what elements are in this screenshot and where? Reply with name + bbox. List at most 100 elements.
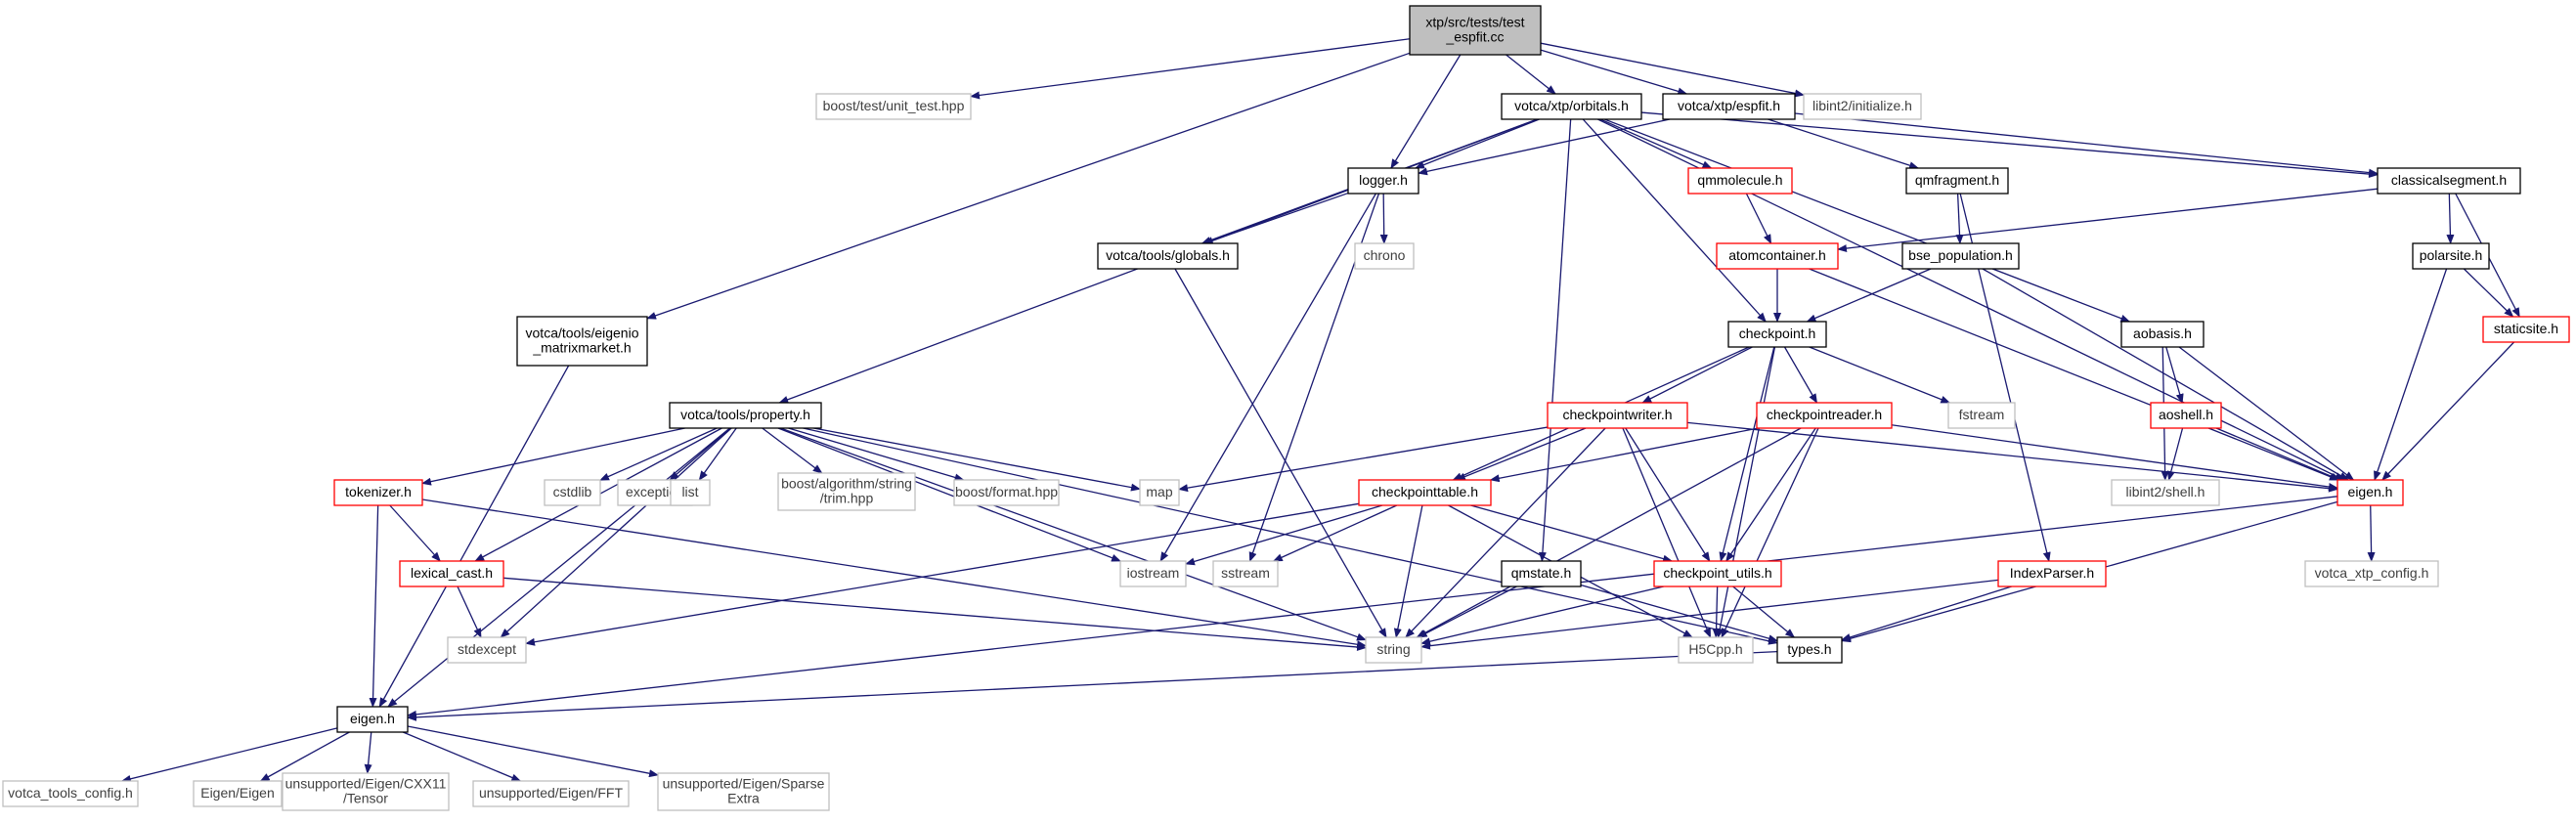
node-chrono[interactable]: chrono: [1354, 242, 1415, 270]
edge-logger-to-chrono: [1379, 193, 1388, 244]
node-bse_population[interactable]: bse_population.h: [1901, 242, 2020, 270]
node-label-tensor: /Tensor: [343, 791, 388, 806]
node-label-cstdlib: cstdlib: [553, 484, 592, 499]
node-staticsite[interactable]: staticsite.h: [2482, 316, 2570, 343]
node-unit_test[interactable]: boost/test/unit_test.hpp: [815, 93, 972, 120]
edge-polarsite-to-eigen_xtp: [2374, 268, 2448, 481]
node-indexparser[interactable]: IndexParser.h: [1997, 560, 2107, 587]
edge-property-to-exception: [669, 427, 731, 481]
node-box-sparse: [657, 772, 830, 811]
node-box-checkpointtable: [1358, 479, 1492, 506]
node-eigen_eigen[interactable]: Eigen/Eigen: [193, 780, 283, 807]
node-iostream[interactable]: iostream: [1119, 560, 1187, 587]
node-aoshell[interactable]: aoshell.h: [2150, 402, 2222, 429]
node-string[interactable]: string: [1365, 636, 1422, 664]
node-tokenizer[interactable]: tokenizer.h: [333, 479, 423, 506]
node-orbitals[interactable]: votca/xtp/orbitals.h: [1501, 93, 1642, 120]
node-atomcontainer[interactable]: atomcontainer.h: [1716, 242, 1839, 270]
node-polarsite[interactable]: polarsite.h: [2412, 242, 2490, 270]
node-list[interactable]: list: [670, 479, 711, 506]
node-eigen_xtp[interactable]: eigen.h: [2336, 479, 2404, 506]
node-sstream[interactable]: sstream: [1212, 560, 1279, 587]
edge-checkpointwriter-to-string: [1405, 427, 1606, 638]
edge-root-to-logger: [1390, 54, 1462, 169]
edge-checkpoint-to-checkpointreader: [1783, 346, 1818, 404]
node-qmstate[interactable]: qmstate.h: [1501, 560, 1582, 587]
node-tensor[interactable]: unsupported/Eigen/CXX11/Tensor: [282, 772, 450, 811]
node-cstdlib[interactable]: cstdlib: [544, 479, 601, 506]
node-globals[interactable]: votca/tools/globals.h: [1097, 242, 1239, 270]
edge-checkpointreader-to-h5cpp: [1721, 427, 1819, 638]
edge-aoshell-to-eigen_xtp: [2215, 427, 2341, 481]
node-label-qmmolecule: qmmolecule.h: [1697, 172, 1782, 188]
node-initialize[interactable]: libint2/initialize.h: [1803, 93, 1922, 120]
node-eigenio[interactable]: votca/tools/eigenio_matrixmarket.h: [516, 316, 648, 367]
edge-checkpoint_utils-to-h5cpp: [1712, 585, 1721, 638]
edge-property-to-stdexcept: [500, 427, 732, 638]
node-box-unit_test: [815, 93, 972, 120]
node-classicalsegment[interactable]: classicalsegment.h: [2377, 167, 2521, 195]
node-box-qmfragment: [1905, 167, 2009, 195]
node-espfit[interactable]: votca/xtp/espfit.h: [1662, 93, 1796, 120]
node-label-orbitals: votca/xtp/orbitals.h: [1514, 98, 1629, 113]
node-box-eigenio: [516, 316, 648, 367]
node-label-lexical_cast: lexical_cast.h: [411, 565, 493, 581]
edge-root-to-espfit: [1540, 49, 1688, 96]
node-checkpointtable[interactable]: checkpointtable.h: [1358, 479, 1492, 506]
node-label-tokenizer: tokenizer.h: [345, 484, 412, 499]
node-fstream[interactable]: fstream: [1947, 402, 2016, 429]
node-aobasis[interactable]: aobasis.h: [2120, 321, 2205, 348]
edge-eigen_tools-to-tensor: [364, 731, 372, 774]
node-eigen_tools[interactable]: eigen.h: [336, 706, 409, 733]
node-box-eigen_tools: [336, 706, 409, 733]
node-box-sstream: [1212, 560, 1279, 587]
edge-property-to-map: [813, 427, 1141, 492]
edge-eigen_tools-to-sparse: [407, 725, 659, 778]
edge-checkpointreader-to-checkpointtable: [1489, 427, 1759, 483]
node-shell[interactable]: libint2/shell.h: [2111, 479, 2220, 506]
node-logger[interactable]: logger.h: [1347, 167, 1419, 195]
node-label-types: types.h: [1787, 641, 1831, 657]
edge-tokenizer-to-lexical_cast: [389, 504, 441, 562]
node-label-property: votca/tools/property.h: [680, 407, 810, 422]
edge-checkpoint-to-h5cpp: [1716, 346, 1776, 638]
edge-lexical_cast-to-stdexcept: [457, 585, 482, 638]
node-box-qmstate: [1501, 560, 1582, 587]
node-types[interactable]: types.h: [1776, 636, 1843, 664]
node-fft[interactable]: unsupported/Eigen/FFT: [472, 780, 630, 807]
node-checkpoint[interactable]: checkpoint.h: [1727, 321, 1827, 348]
node-map[interactable]: map: [1139, 479, 1180, 506]
edge-espfit-to-classicalsegment: [1794, 112, 2379, 177]
node-box-format: [953, 479, 1060, 506]
edge-globals-to-string: [1174, 268, 1387, 638]
node-trim[interactable]: boost/algorithm/string/trim.hpp: [777, 472, 916, 511]
node-label-checkpointwriter: checkpointwriter.h: [1562, 407, 1672, 422]
node-lexical_cast[interactable]: lexical_cast.h: [399, 560, 504, 587]
node-label-checkpoint_utils: checkpoint_utils.h: [1663, 565, 1771, 581]
node-root[interactable]: xtp/src/tests/test_espfit.cc: [1409, 5, 1542, 56]
node-stdexcept[interactable]: stdexcept: [447, 636, 527, 664]
node-property[interactable]: votca/tools/property.h: [669, 402, 822, 429]
node-label-globals: votca/tools/globals.h: [1106, 247, 1230, 263]
node-checkpointwriter[interactable]: checkpointwriter.h: [1547, 402, 1688, 429]
edge-eigen_xtp-to-votca_xtp_config: [2367, 504, 2376, 562]
edge-checkpoint-to-checkpoint_utils: [1719, 346, 1775, 562]
edge-tokenizer-to-string: [421, 499, 1367, 649]
node-qmmolecule[interactable]: qmmolecule.h: [1687, 167, 1793, 195]
node-h5cpp[interactable]: H5Cpp.h: [1678, 636, 1754, 664]
edge-checkpointwriter-to-h5cpp: [1622, 427, 1712, 638]
node-format[interactable]: boost/format.hpp: [953, 479, 1060, 506]
edge-orbitals-to-logger: [1414, 118, 1540, 169]
node-votca_xtp_config[interactable]: votca_xtp_config.h: [2304, 560, 2439, 587]
node-label-root: xtp/src/tests/test: [1425, 15, 1524, 30]
node-checkpointreader[interactable]: checkpointreader.h: [1756, 402, 1893, 429]
edge-checkpointtable-to-iostream: [1185, 504, 1383, 566]
edge-aobasis-to-eigen_xtp: [2178, 346, 2355, 481]
node-box-map: [1139, 479, 1180, 506]
node-votca_tools_config[interactable]: votca_tools_config.h: [2, 780, 139, 807]
node-box-aobasis: [2120, 321, 2205, 348]
edge-root-to-eigenio: [646, 52, 1411, 320]
node-checkpoint_utils[interactable]: checkpoint_utils.h: [1653, 560, 1782, 587]
node-qmfragment[interactable]: qmfragment.h: [1905, 167, 2009, 195]
